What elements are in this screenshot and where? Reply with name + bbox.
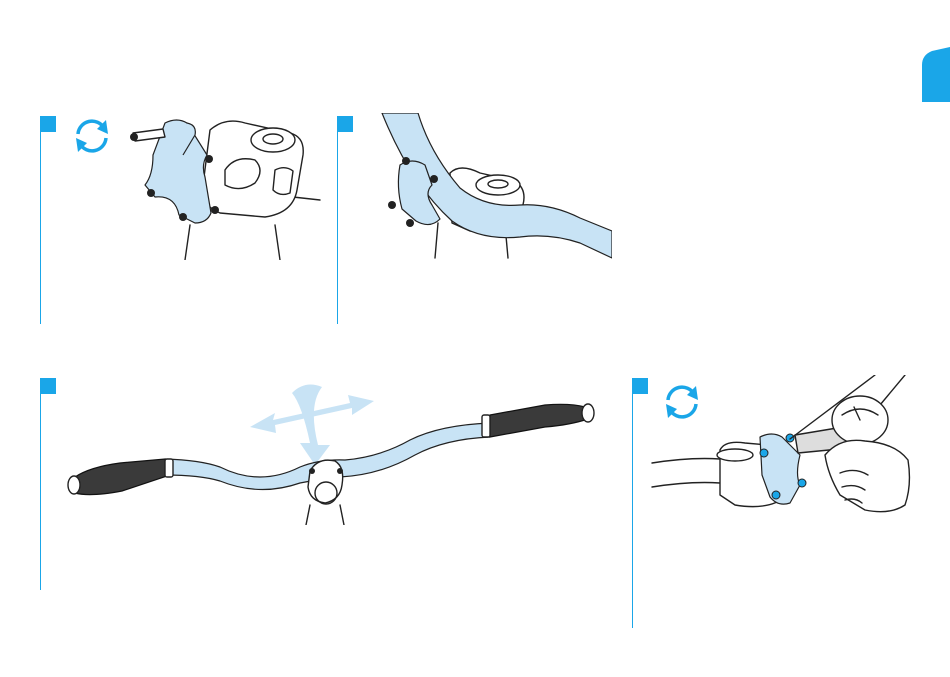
torque-wrench-tightening [650, 375, 915, 525]
adjust-direction-arrows-icon [250, 385, 374, 465]
step-1-marker [40, 116, 56, 132]
step-4-marker [632, 378, 648, 394]
step-3-marker [40, 378, 56, 394]
stem-faceplate-removal [125, 115, 325, 260]
handlebar-alignment [60, 375, 610, 525]
step-2-marker [337, 116, 353, 132]
handlebar-placement [380, 113, 612, 263]
step-4-rule [632, 378, 633, 628]
step-2-rule [337, 116, 338, 324]
step-1-rule [40, 116, 41, 324]
step-3-rule [40, 378, 41, 590]
section-tab [922, 47, 950, 102]
rotate-arrows-icon [70, 114, 114, 158]
